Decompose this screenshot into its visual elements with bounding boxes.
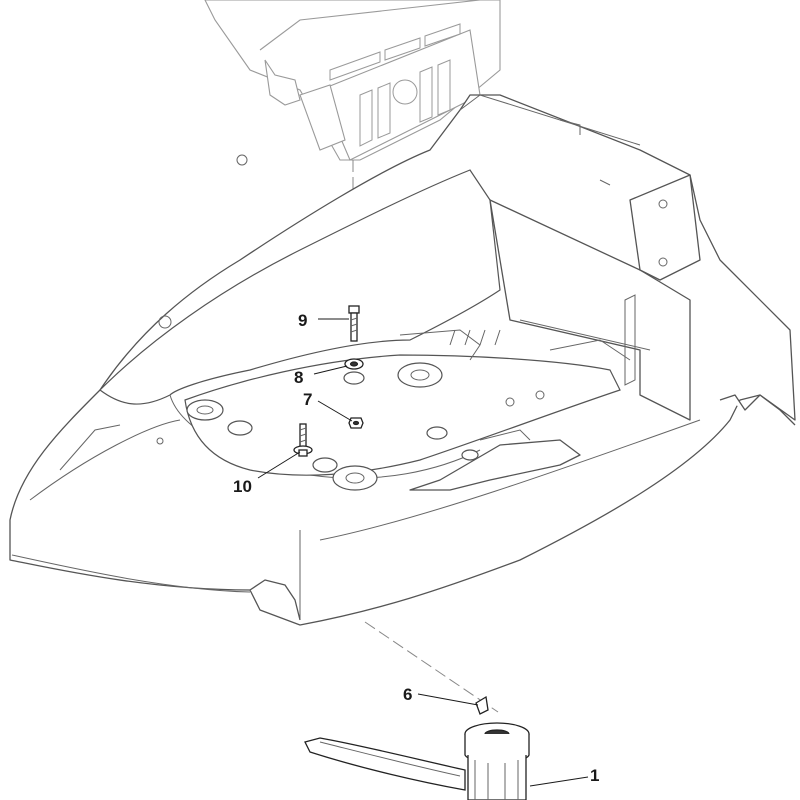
- part-1-blade-adapter: [464, 722, 530, 800]
- part-8-washer: [343, 358, 365, 385]
- label-part-10: 10: [233, 477, 252, 496]
- leader-part-1: [529, 776, 589, 787]
- deck-mounting-boss: [156, 154, 545, 491]
- leader-part-8: [313, 365, 348, 375]
- part-7-nut: [348, 417, 364, 429]
- leader-part-7: [317, 400, 353, 422]
- engine-assembly: [204, 0, 501, 161]
- mower-deck: [9, 94, 796, 626]
- label-part-1: 1: [590, 766, 599, 785]
- part-9-bolt: [348, 305, 360, 342]
- part-6-key: [475, 695, 489, 715]
- label-part-7: 7: [303, 390, 312, 409]
- label-part-9: 9: [298, 311, 307, 330]
- leader-part-6: [417, 693, 479, 706]
- blade-shaft-centerline: [364, 621, 499, 713]
- leader-part-10: [257, 451, 301, 479]
- engine-cooling-grille: [329, 23, 461, 147]
- part-10-bolt: [293, 423, 313, 457]
- blade: [304, 737, 466, 791]
- label-part-6: 6: [403, 685, 412, 704]
- label-part-8: 8: [294, 368, 303, 387]
